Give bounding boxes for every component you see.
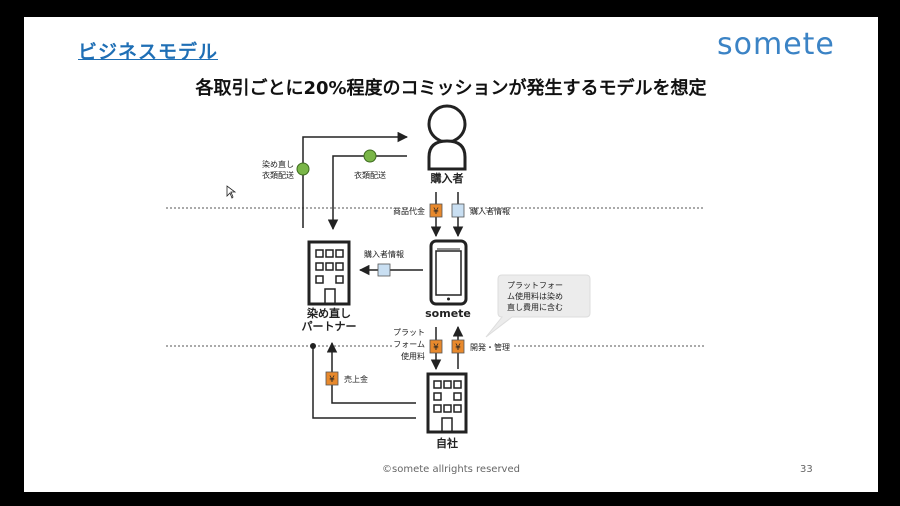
buyer-label: 購入者 [430, 171, 464, 185]
mouse-cursor-icon [226, 185, 237, 199]
callout-line3: 直し費用に含む [507, 302, 563, 312]
product-payment-label: 商品代金 [393, 206, 425, 216]
junction-dot [310, 343, 316, 349]
arrow-sales [326, 341, 416, 404]
info-box-buyer [451, 203, 465, 218]
arrow-clothes-delivery [327, 155, 407, 231]
line-partner-to-company [312, 346, 416, 419]
business-model-diagram: 購入者 somete 染め直し パートナー [166, 104, 704, 450]
smartphone-icon [429, 239, 468, 306]
callout-bubble [485, 274, 591, 338]
sales-label: 売上金 [344, 374, 368, 384]
buyer-icon [427, 104, 467, 171]
callout-line1: プラットフォー [507, 281, 563, 290]
yen-symbol-sales: ¥ [329, 375, 335, 385]
callout-line2: ム使用料は染め [507, 291, 563, 301]
platform-fee-label-line2: フォーム [393, 340, 425, 349]
yen-box-sales [325, 371, 339, 386]
delivery-dot-right [363, 149, 377, 163]
building-icon [307, 240, 351, 306]
footer-copyright: ©somete allrights reserved [382, 464, 520, 475]
clothes-delivery-label: 衣類配送 [354, 170, 386, 180]
partner-label-line2: パートナー [302, 320, 357, 333]
page-number: 33 [800, 464, 813, 475]
delivery-dot-left [296, 162, 310, 176]
info-box-partner [377, 263, 391, 277]
dev-management-label: 開発・管理 [470, 342, 510, 352]
slide-title: ビジネスモデル [78, 41, 219, 63]
headline: 各取引ごとに20%程度のコミッションが発生するモデルを想定 [195, 78, 707, 99]
platform-fee-label-line3: 使用料 [401, 351, 425, 361]
app-label: somete [425, 307, 471, 320]
buyer-info-label-right: 購入者情報 [470, 206, 510, 216]
brand-logo: somete [717, 27, 835, 62]
yen-box-dev [451, 339, 465, 354]
yen-symbol-dev: ¥ [455, 343, 461, 353]
yen-symbol-payment: ¥ [433, 207, 439, 217]
yen-box-platform-fee [429, 339, 443, 354]
redye-delivery-label-line2: 衣類配送 [262, 170, 294, 180]
redye-delivery-label-line1: 染め直し [262, 159, 294, 169]
yen-symbol-platform-fee: ¥ [433, 343, 439, 353]
arrow-redye-delivery [302, 131, 409, 228]
company-label: 自社 [436, 436, 458, 450]
yen-box-payment [429, 203, 443, 218]
company-building-icon [426, 372, 468, 434]
platform-fee-label-line1: プラット [393, 328, 425, 337]
slide: ビジネスモデル somete 各取引ごとに20%程度のコミッションが発生するモデ… [24, 17, 878, 492]
partner-label-line1: 染め直し [307, 306, 351, 320]
buyer-info-label-left: 購入者情報 [364, 249, 404, 259]
